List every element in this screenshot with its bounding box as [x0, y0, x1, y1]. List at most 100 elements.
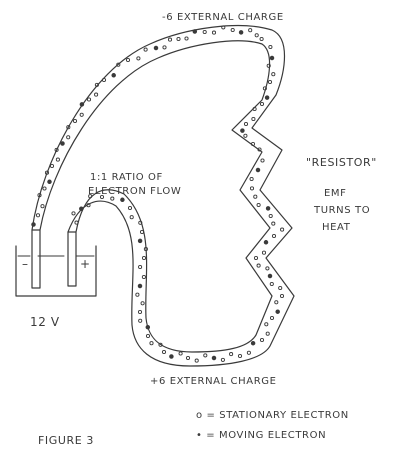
stationary-electron: [86, 97, 92, 102]
emf-label-line1: EMF: [324, 188, 347, 199]
stationary-electron: [37, 193, 42, 198]
stationary-electron: [158, 342, 163, 347]
stationary-electron: [271, 233, 277, 239]
stationary-electron: [145, 333, 151, 339]
stationary-electron: [141, 274, 146, 280]
stationary-electron: [162, 45, 167, 50]
stationary-electron: [246, 350, 251, 355]
moving-electron: [120, 197, 125, 203]
stationary-electron: [55, 157, 60, 162]
legend-stationary: o = STATIONARY ELECTRON: [196, 410, 349, 421]
moving-electron: [255, 167, 261, 173]
stationary-electron: [265, 266, 270, 271]
stationary-electron: [49, 163, 55, 169]
stationary-electron: [256, 263, 261, 268]
stationary-electron: [94, 92, 99, 97]
stationary-electron: [280, 227, 285, 232]
emf-label-line3: HEAT: [322, 222, 351, 233]
stationary-electron: [74, 220, 79, 225]
stationary-electron: [138, 220, 143, 225]
stationary-electron: [138, 264, 143, 270]
moving-electron: [79, 206, 84, 211]
stationary-electron: [220, 357, 225, 362]
stationary-electron: [274, 300, 279, 305]
moving-electron: [79, 102, 85, 107]
stationary-electron: [230, 27, 235, 33]
stationary-electron: [264, 322, 269, 327]
moving-electron: [240, 128, 245, 133]
stationary-electron: [278, 285, 283, 291]
stationary-electron: [260, 158, 265, 163]
moving-electron: [269, 55, 275, 61]
stationary-electron: [143, 47, 148, 52]
stationary-electron: [268, 44, 273, 50]
stationary-electron: [116, 62, 121, 67]
moving-electron: [192, 29, 198, 34]
stationary-electron: [143, 247, 148, 252]
stationary-electron: [125, 57, 131, 63]
stationary-electron: [139, 229, 145, 235]
stationary-electron: [268, 213, 273, 219]
stationary-electron: [203, 353, 208, 358]
stationary-electron: [137, 309, 143, 315]
stationary-electron: [253, 255, 259, 261]
moving-electron: [137, 283, 143, 289]
moving-electron: [31, 222, 36, 227]
moving-electron: [169, 354, 174, 359]
stationary-electron: [269, 315, 275, 321]
stationary-electron: [194, 358, 199, 363]
stationary-electron: [250, 141, 256, 147]
stationary-electron: [127, 205, 133, 211]
stationary-electron: [42, 186, 47, 191]
stationary-electron: [161, 349, 167, 355]
ratio-label-line2: ELECTRON FLOW: [88, 186, 181, 197]
resistor-label: "RESISTOR": [306, 156, 377, 169]
positive-terminal-sign: +: [80, 257, 91, 271]
stationary-electron: [221, 25, 226, 30]
stationary-electron: [261, 250, 267, 255]
stationary-electron: [243, 121, 249, 127]
stationary-electron: [66, 135, 71, 140]
moving-electron: [265, 206, 271, 211]
conductor-inner-edge: [39, 40, 273, 353]
stationary-electron: [54, 147, 59, 152]
stationary-electron: [257, 147, 262, 152]
stationary-electron: [40, 204, 45, 209]
positive-electrode: [67, 231, 77, 287]
stationary-electron: [94, 82, 99, 87]
stationary-electron: [249, 186, 255, 191]
moving-electron: [111, 73, 116, 78]
top-charge-label: -6 EXTERNAL CHARGE: [162, 12, 284, 23]
stationary-electron: [253, 194, 258, 199]
stationary-electron: [262, 86, 267, 91]
stationary-electron: [259, 101, 265, 107]
stationary-electron: [136, 56, 141, 61]
stationary-electron: [184, 36, 189, 41]
moving-electron: [267, 273, 273, 279]
stationary-electron: [110, 196, 115, 201]
stationary-electron: [202, 29, 207, 35]
stationary-electron: [101, 77, 107, 83]
stationary-electron: [138, 318, 143, 323]
stationary-electron: [88, 194, 93, 199]
emf-label-line2: TURNS TO: [313, 205, 370, 216]
moving-electron: [137, 238, 143, 244]
stationary-electron: [211, 30, 217, 35]
bottom-charge-label: +6 EXTERNAL CHARGE: [150, 376, 277, 387]
stationary-electron: [251, 116, 256, 122]
stationary-electron: [259, 36, 264, 42]
stationary-electron: [66, 125, 71, 130]
negative-plate: [31, 229, 41, 289]
stationary-electron: [71, 211, 76, 216]
stationary-electron: [176, 36, 181, 42]
stationary-electron: [86, 203, 91, 208]
stationary-electron: [129, 215, 134, 220]
moving-electron: [238, 30, 244, 35]
battery-voltage-label: 12 V: [30, 315, 60, 329]
negative-electrode: [31, 229, 41, 289]
stationary-electron: [185, 355, 191, 361]
stationary-electron: [249, 176, 254, 182]
stationary-electron: [267, 79, 273, 85]
